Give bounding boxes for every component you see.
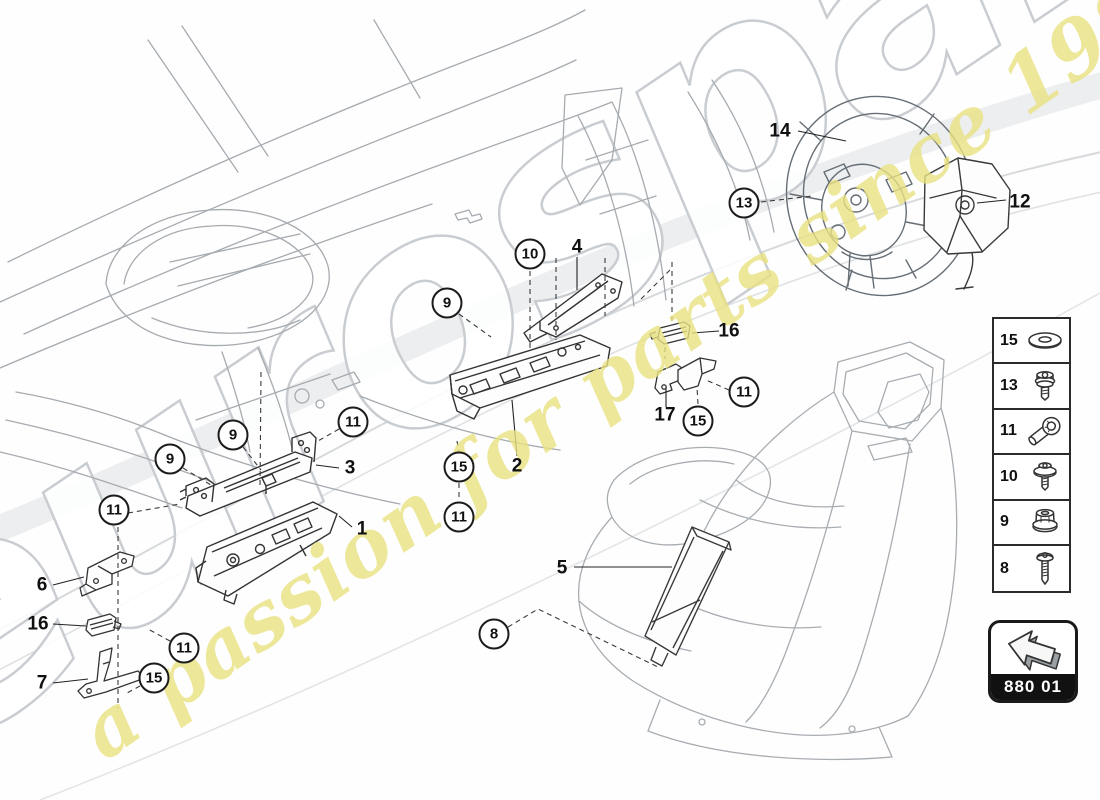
part-label-14[interactable]: 14 bbox=[769, 120, 791, 142]
callout-circle-11-bottom[interactable]: 11 bbox=[168, 632, 200, 664]
bracket-17-drawing bbox=[654, 357, 717, 395]
bracket-7-drawing bbox=[77, 647, 146, 699]
clip-16-right-drawing bbox=[649, 321, 691, 345]
leader-lines-dashed bbox=[117, 195, 813, 708]
legend-number: 8 bbox=[1000, 559, 1009, 577]
callout-circle-10[interactable]: 10 bbox=[514, 238, 546, 270]
legend-row-9[interactable]: 9 bbox=[994, 501, 1069, 546]
fastener-legend: 15 13 bbox=[992, 317, 1071, 594]
part-label-7[interactable]: 7 bbox=[36, 672, 48, 694]
washer-screw-icon bbox=[1022, 458, 1067, 496]
legend-number: 15 bbox=[1000, 331, 1018, 349]
washer-icon bbox=[1022, 324, 1067, 358]
part-label-6[interactable]: 6 bbox=[36, 574, 48, 596]
cover-plate-drawing bbox=[523, 273, 623, 343]
legend-row-13[interactable]: 13 bbox=[994, 364, 1069, 410]
callout-circle-11-right[interactable]: 11 bbox=[728, 376, 760, 408]
part-label-4[interactable]: 4 bbox=[571, 236, 583, 258]
callout-circle-11-rail[interactable]: 11 bbox=[337, 406, 369, 438]
callout-circle-15-bottom[interactable]: 15 bbox=[138, 662, 170, 694]
leader-lines-solid bbox=[52, 130, 1007, 684]
side-airbag-drawing bbox=[644, 526, 732, 667]
mounting-rail-drawing bbox=[179, 431, 317, 517]
part-label-2[interactable]: 2 bbox=[511, 455, 523, 477]
driver-airbag-module-drawing bbox=[923, 157, 1011, 290]
callout-circle-8[interactable]: 8 bbox=[478, 618, 510, 650]
callout-circle-11-left[interactable]: 11 bbox=[98, 494, 130, 526]
dome-screw-icon bbox=[1022, 548, 1067, 590]
legend-row-15[interactable]: 15 bbox=[994, 319, 1069, 365]
callout-circle-13[interactable]: 13 bbox=[728, 187, 760, 219]
callout-circle-9-top[interactable]: 9 bbox=[431, 287, 463, 319]
callout-circle-9-mid[interactable]: 9 bbox=[217, 419, 249, 451]
part-label-16-left[interactable]: 16 bbox=[27, 613, 49, 635]
diagram-code-box[interactable]: 880 01 bbox=[988, 620, 1078, 703]
dashboard-drawing bbox=[0, 9, 775, 509]
diagram-code: 880 01 bbox=[991, 674, 1075, 700]
legend-row-11[interactable]: 11 bbox=[994, 410, 1069, 456]
part-label-12[interactable]: 12 bbox=[1009, 191, 1031, 213]
clip-16-left-drawing bbox=[85, 613, 122, 637]
part-label-16-right[interactable]: 16 bbox=[718, 320, 740, 342]
callout-circle-11-mid[interactable]: 11 bbox=[443, 501, 475, 533]
legend-number: 13 bbox=[1000, 377, 1018, 395]
shoulder-bolt-icon bbox=[1022, 411, 1068, 451]
knee-airbag-unit-drawing bbox=[195, 501, 338, 605]
legend-number: 10 bbox=[1000, 467, 1018, 485]
direction-arrow-icon bbox=[991, 623, 1075, 674]
legend-number: 9 bbox=[1000, 513, 1009, 531]
legend-number: 11 bbox=[1000, 422, 1017, 440]
passenger-airbag-unit-drawing bbox=[449, 334, 611, 420]
flanged-screw-icon bbox=[1022, 367, 1067, 405]
legend-row-8[interactable]: 8 bbox=[994, 546, 1069, 591]
part-label-1[interactable]: 1 bbox=[356, 518, 368, 540]
callout-circle-15-mid[interactable]: 15 bbox=[443, 451, 475, 483]
part-label-3[interactable]: 3 bbox=[344, 457, 356, 479]
flange-nut-icon bbox=[1022, 505, 1067, 539]
callout-circle-9-left[interactable]: 9 bbox=[154, 443, 186, 475]
legend-row-10[interactable]: 10 bbox=[994, 455, 1069, 501]
part-label-17[interactable]: 17 bbox=[654, 404, 676, 426]
callout-circle-15-right[interactable]: 15 bbox=[682, 405, 714, 437]
bracket-6-drawing bbox=[79, 551, 135, 597]
part-label-5[interactable]: 5 bbox=[556, 557, 568, 579]
